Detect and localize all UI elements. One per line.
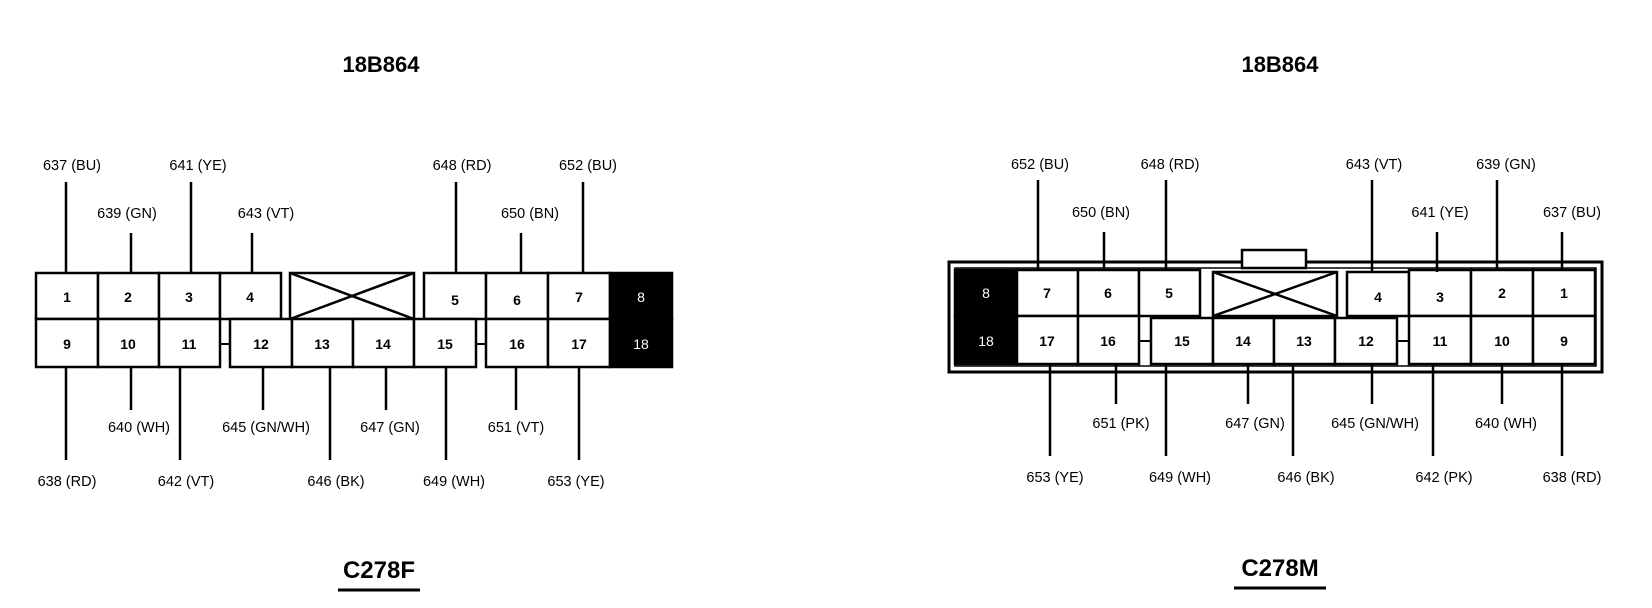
- pin-number-1: 1: [63, 289, 71, 305]
- pin-number-5: 5: [451, 292, 459, 308]
- blank-cavity-cross-b: [289, 271, 415, 321]
- pin-cavity-11: [1407, 314, 1473, 366]
- pin-cavity-17: [1015, 314, 1080, 366]
- wire-label: 645 (GN/WH): [222, 420, 310, 436]
- connector-caption-right: C278M: [1241, 555, 1318, 582]
- pin-cavity-4: [1345, 270, 1411, 318]
- pin-number-16: 16: [509, 336, 525, 352]
- pin-number-15: 15: [437, 336, 453, 352]
- pin-number-17: 17: [1039, 333, 1055, 349]
- wire-label: 637 (BU): [43, 158, 101, 174]
- pin-number-13: 13: [1296, 333, 1312, 349]
- pin-cavity-5: [422, 271, 488, 321]
- wire-label: 639 (GN): [97, 206, 157, 222]
- pin-cavity-11: [157, 317, 222, 369]
- wire-label: 641 (YE): [1411, 205, 1468, 221]
- wire-label: 639 (GN): [1476, 157, 1536, 173]
- pin-cavity-13: [1272, 316, 1337, 366]
- wire-label: 646 (BK): [1277, 470, 1334, 486]
- connector-caption-left: C278F: [343, 557, 415, 584]
- pin-number-12: 12: [253, 336, 269, 352]
- pin-cavity-14: [351, 317, 416, 369]
- pin-cavity-13: [290, 317, 355, 369]
- pin-number-11: 11: [1433, 333, 1448, 349]
- wire-label: 649 (WH): [1149, 470, 1211, 486]
- pin-cavity-4: [218, 271, 283, 321]
- pin-cavity-10: [96, 317, 161, 369]
- part-number-left: 18B864: [342, 52, 420, 77]
- pin-number-8: 8: [982, 285, 990, 301]
- wire-label: 643 (VT): [1346, 157, 1402, 173]
- pin-cavity-18: [608, 317, 674, 369]
- pin-cavity-1: [1531, 268, 1597, 318]
- pin-number-1: 1: [1560, 285, 1568, 301]
- wire-label: 640 (WH): [1475, 416, 1537, 432]
- wire-label: 653 (YE): [1026, 470, 1083, 486]
- connector-c278m: 18B864 8 7 6 5 4: [947, 52, 1604, 590]
- pin-number-14: 14: [1235, 333, 1251, 349]
- wire-label: 647 (GN): [360, 420, 420, 436]
- part-number-right: 18B864: [1241, 52, 1319, 77]
- wire-label: 649 (WH): [423, 474, 485, 490]
- pin-number-11: 11: [182, 336, 197, 352]
- pin-number-17: 17: [571, 336, 587, 352]
- wire-label: 647 (GN): [1225, 416, 1285, 432]
- wire-label: 642 (PK): [1415, 470, 1472, 486]
- pin-number-6: 6: [1104, 285, 1112, 301]
- pin-number-14: 14: [375, 336, 391, 352]
- pin-number-7: 7: [575, 289, 583, 305]
- pin-number-7: 7: [1043, 285, 1051, 301]
- wire-label: 641 (YE): [169, 158, 226, 174]
- connector-latch: [1240, 248, 1308, 270]
- pin-number-13: 13: [314, 336, 330, 352]
- pin-number-12: 12: [1358, 333, 1374, 349]
- wire-label: 643 (VT): [238, 206, 294, 222]
- wire-label: 650 (BN): [1072, 205, 1130, 221]
- wire-label: 653 (YE): [547, 474, 604, 490]
- wire-label: 651 (VT): [488, 420, 544, 436]
- pin-number-10: 10: [120, 336, 136, 352]
- pin-cavity-9: [1531, 314, 1597, 366]
- wire-label: 651 (PK): [1092, 416, 1149, 432]
- pin-number-5: 5: [1165, 285, 1173, 301]
- pin-cavity-14: [1211, 316, 1276, 366]
- pin-number-9: 9: [63, 336, 71, 352]
- wire-label: 650 (BN): [501, 206, 559, 222]
- wire-label: 652 (BU): [1011, 157, 1069, 173]
- pin-number-16: 16: [1100, 333, 1116, 349]
- wire-label: 648 (RD): [433, 158, 492, 174]
- wire-label: 642 (VT): [158, 474, 214, 490]
- wire-label: 646 (BK): [307, 474, 364, 490]
- pin-number-3: 3: [185, 289, 193, 305]
- pin-cavity-5: [1137, 268, 1202, 318]
- pin-number-2: 2: [124, 289, 132, 305]
- wire-label: 652 (BU): [559, 158, 617, 174]
- pin-number-10: 10: [1494, 333, 1510, 349]
- pin-number-4: 4: [1374, 289, 1382, 305]
- pin-number-18: 18: [978, 333, 994, 349]
- wire-label: 637 (BU): [1543, 205, 1601, 221]
- wire-label: 638 (RD): [1543, 470, 1602, 486]
- blank-cavity-cross-b: [1212, 270, 1338, 318]
- pin-number-6: 6: [513, 292, 521, 308]
- pin-cavity-6: [484, 271, 550, 321]
- pin-number-9: 9: [1560, 333, 1568, 349]
- wire-label: 638 (RD): [38, 474, 97, 490]
- connector-c278f: 18B864 1 2 3 4 5 6 7 8: [34, 52, 674, 592]
- pin-cavity-6: [1076, 268, 1141, 318]
- wire-label: 648 (RD): [1141, 157, 1200, 173]
- pin-number-15: 15: [1174, 333, 1190, 349]
- pin-cavity-16: [1076, 314, 1141, 366]
- pin-number-4: 4: [246, 289, 254, 305]
- pin-number-18: 18: [633, 336, 649, 352]
- pin-number-2: 2: [1498, 285, 1506, 301]
- pin-cavity-7: [1015, 268, 1080, 318]
- wire-label: 640 (WH): [108, 420, 170, 436]
- pin-number-8: 8: [637, 289, 645, 305]
- wire-label: 645 (GN/WH): [1331, 416, 1419, 432]
- pin-number-3: 3: [1436, 289, 1444, 305]
